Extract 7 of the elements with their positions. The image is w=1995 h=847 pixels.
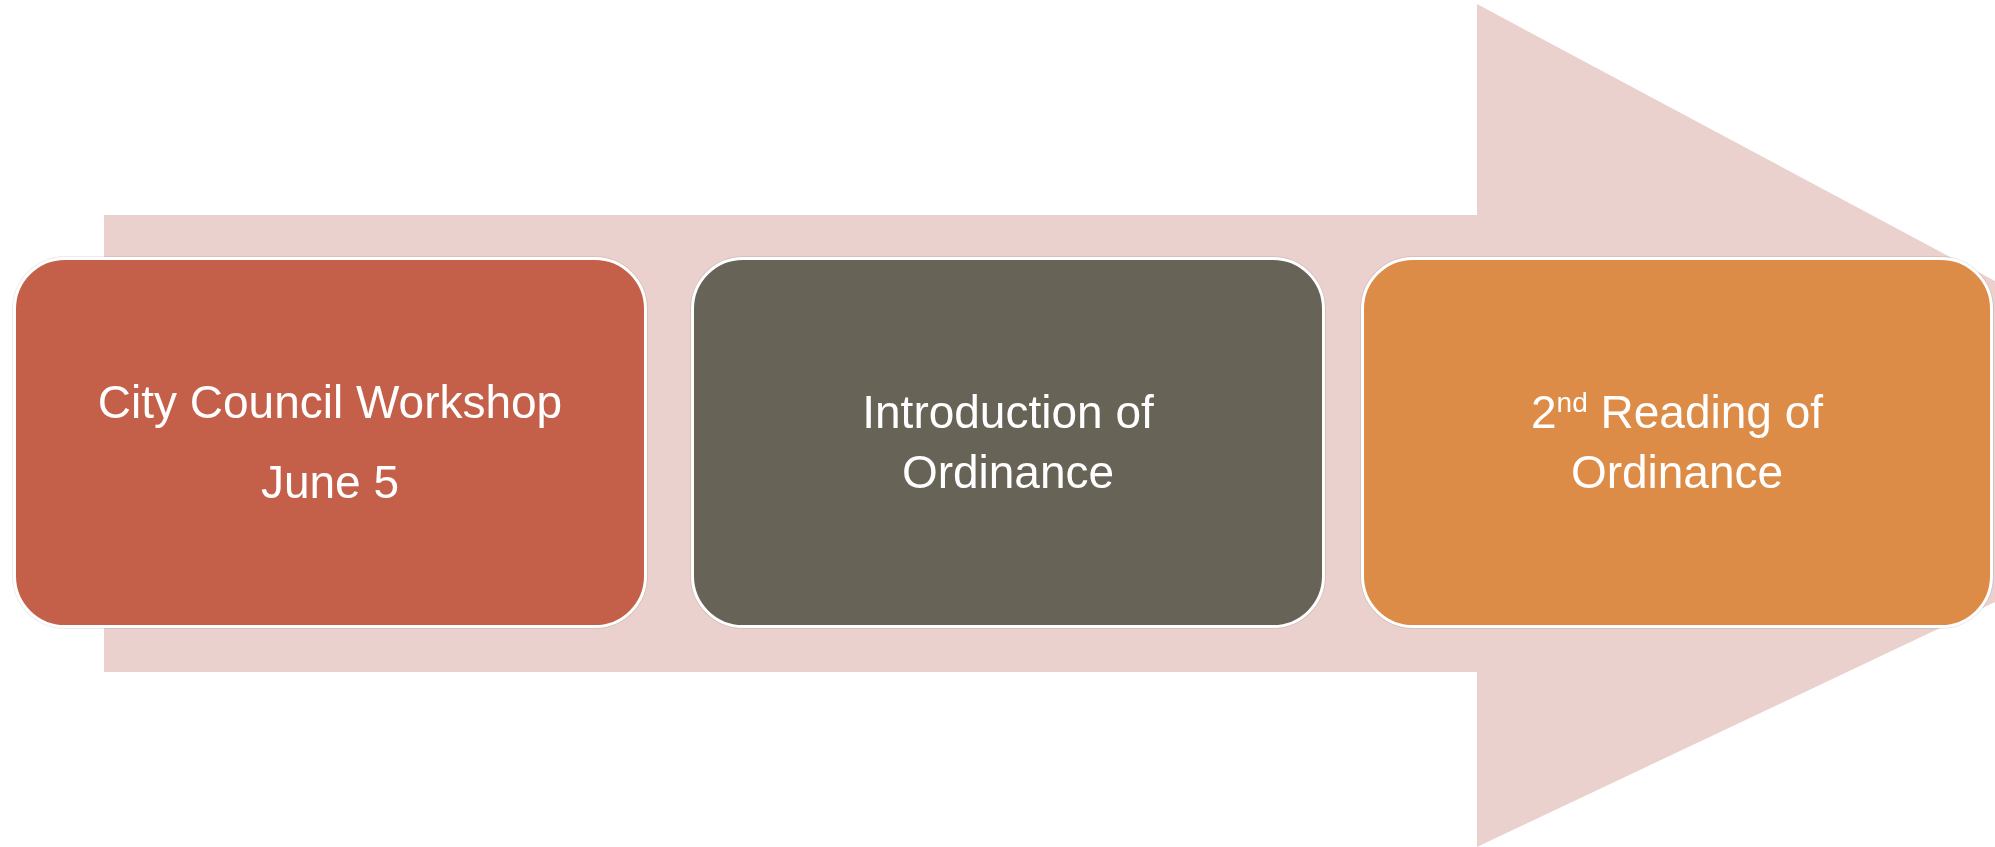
- step-box: [691, 257, 1325, 628]
- step-title: Introduction of Ordinance: [861, 384, 1155, 500]
- step-title: City Council Workshop: [97, 374, 563, 430]
- step-box: [13, 257, 647, 628]
- step-date: June 5: [260, 454, 400, 510]
- step-box: [1361, 257, 1993, 628]
- step-title: 2$^{nd}$ Reading of Ordinance: [1530, 384, 1824, 500]
